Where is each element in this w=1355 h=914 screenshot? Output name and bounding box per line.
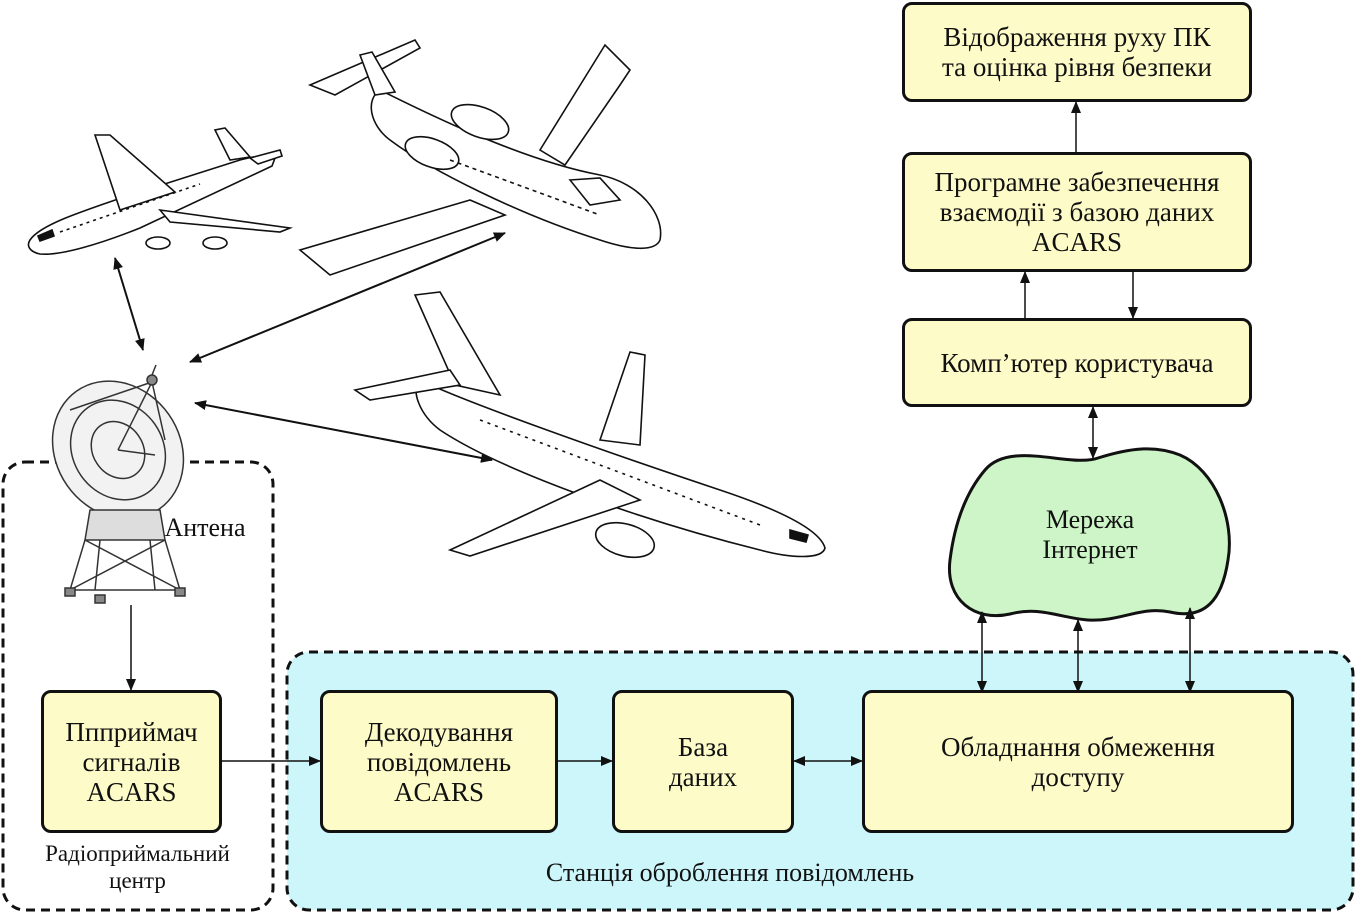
- access-box-text: Обладнання обмеження доступу: [941, 731, 1215, 792]
- arrow-aircraft2-antenna: [189, 232, 506, 363]
- antenna-illustration: [51, 364, 186, 604]
- database-box-text: База даних: [668, 731, 738, 792]
- display-box: Відображення руху ПК та оцінка рівня без…: [902, 2, 1252, 102]
- user-pc-box: Комп’ютер користувача: [902, 318, 1252, 407]
- aircraft-2-illustration: [298, 38, 662, 276]
- access-box: Обладнання обмеження доступу: [862, 690, 1294, 833]
- user-pc-box-text: Комп’ютер користувача: [940, 347, 1214, 378]
- software-box: Програмне забезпечення взаємодії з базою…: [902, 152, 1252, 272]
- arrow-aircraft3-antenna: [194, 400, 493, 463]
- antenna-label: Антена: [164, 513, 246, 542]
- aircraft-1-illustration: [27, 127, 294, 256]
- display-box-text: Відображення руху ПК та оцінка рівня без…: [942, 22, 1212, 82]
- radio-center-label: Радіоприймальний центр: [45, 841, 230, 893]
- arrow-aircraft1-antenna: [113, 257, 145, 351]
- decoder-box-text: Декодування повідомлень ACARS: [364, 716, 514, 807]
- internet-cloud: [947, 447, 1231, 622]
- receiver-box: Ппприймач сигналів ACARS: [41, 690, 222, 833]
- database-box: База даних: [612, 690, 794, 833]
- network-label: Мережа Інтернет: [1042, 505, 1138, 564]
- station-label: Станція оброблення повідомлень: [545, 858, 915, 887]
- decoder-box: Декодування повідомлень ACARS: [320, 690, 558, 833]
- aircraft-3-illustration: [352, 291, 826, 559]
- receiver-box-text: Ппприймач сигналів ACARS: [65, 716, 198, 807]
- software-box-text: Програмне забезпечення взаємодії з базою…: [934, 167, 1220, 257]
